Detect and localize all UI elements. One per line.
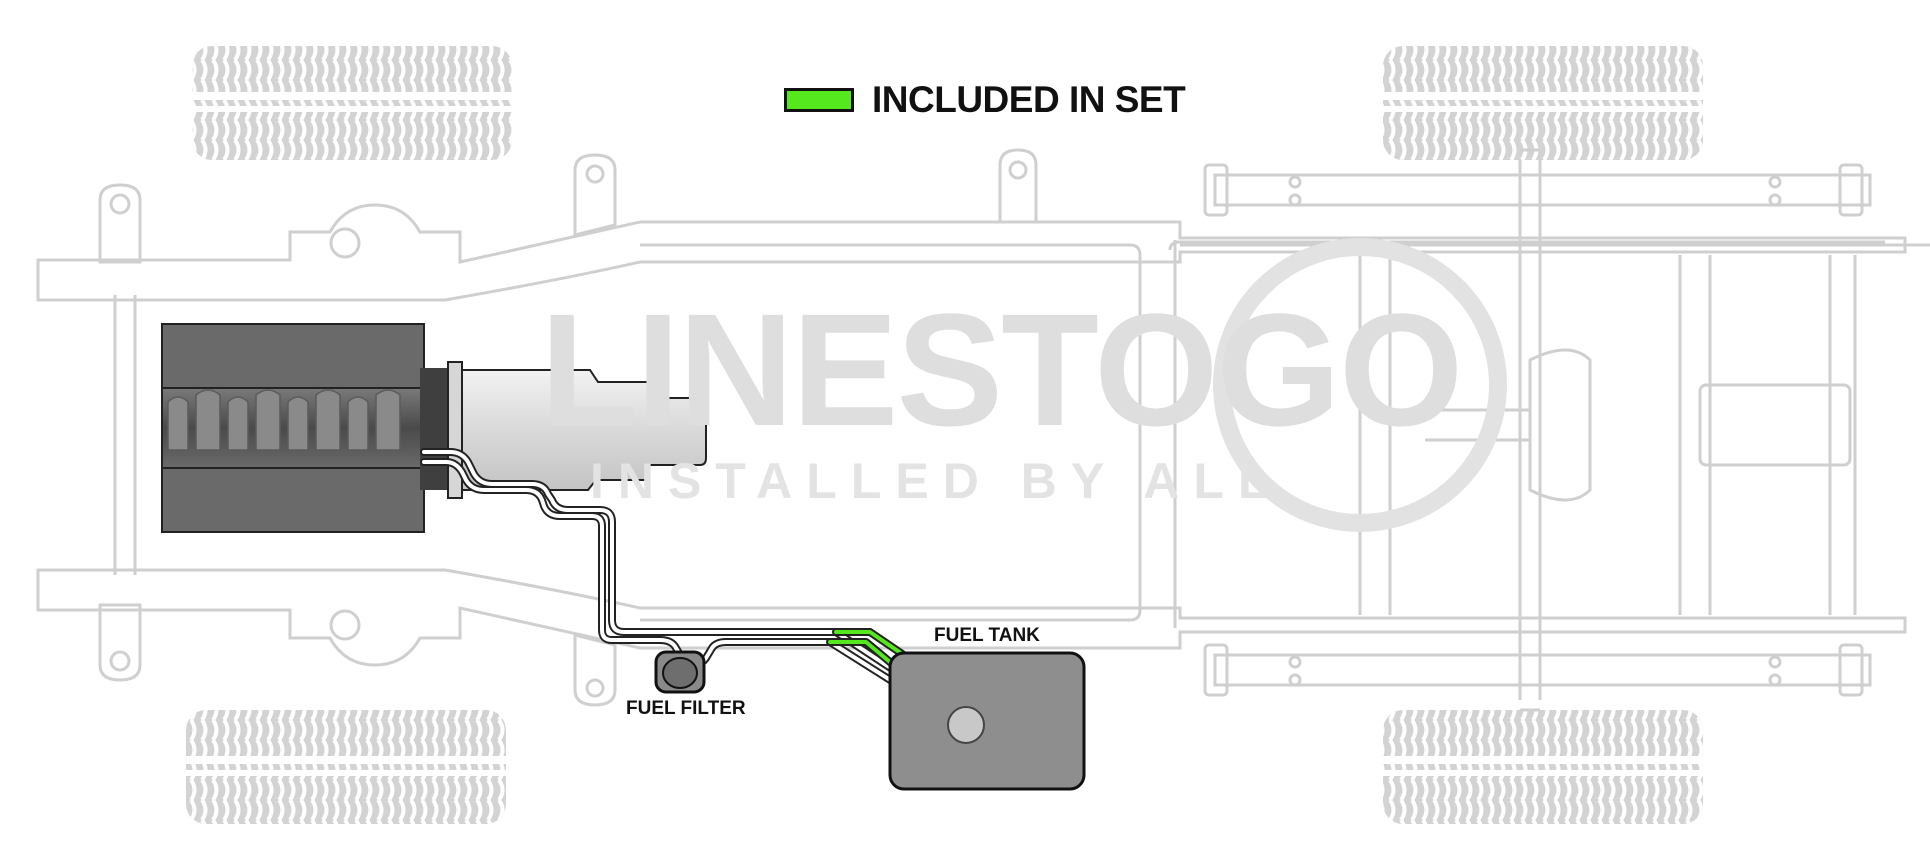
- fuel-filter-icon: [654, 650, 706, 694]
- frame-rails: [36, 148, 1930, 712]
- tire-front-right: [1383, 46, 1703, 160]
- tire-front-left: [192, 46, 512, 160]
- fuel-filter-label: FUEL FILTER: [626, 698, 746, 719]
- fuel-lines: [420, 448, 966, 728]
- fuel-tank-icon: [888, 651, 1086, 791]
- tire-rear-left: [186, 710, 506, 824]
- fuel-tank-label: FUEL TANK: [934, 625, 1040, 646]
- tire-rear-right: [1383, 710, 1703, 824]
- legend-label: INCLUDED IN SET: [872, 79, 1186, 120]
- legend: INCLUDED IN SET: [784, 78, 1186, 122]
- watermark-brand: LINESTOGO: [540, 280, 1463, 459]
- watermark-ring-icon: [1213, 238, 1507, 532]
- watermark-tagline: INSTALLED BY ALL: [590, 453, 1283, 509]
- legend-swatch: [784, 88, 854, 112]
- engine-icon: [161, 323, 448, 533]
